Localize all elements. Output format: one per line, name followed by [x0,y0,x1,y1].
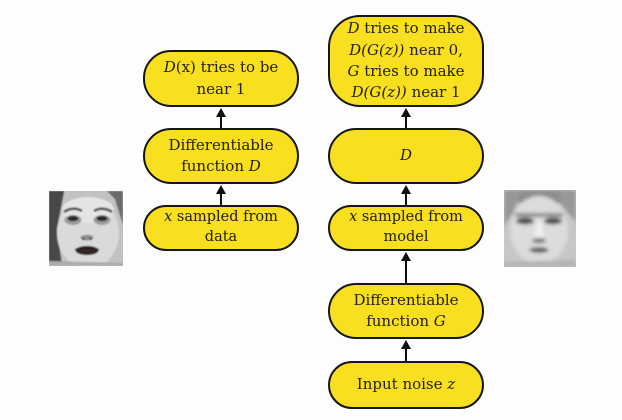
node-input-noise-z: Input noise z [328,361,484,409]
real-data-face-image [49,191,123,266]
up-arrow-icon [400,340,412,361]
up-arrow-icon [215,108,227,128]
up-arrow-icon [215,185,227,205]
node-d: D [328,128,484,184]
up-arrow-icon [400,185,412,205]
model-sample-face-image [504,190,576,267]
up-arrow-icon [400,252,412,283]
up-arrow-icon [400,108,412,128]
